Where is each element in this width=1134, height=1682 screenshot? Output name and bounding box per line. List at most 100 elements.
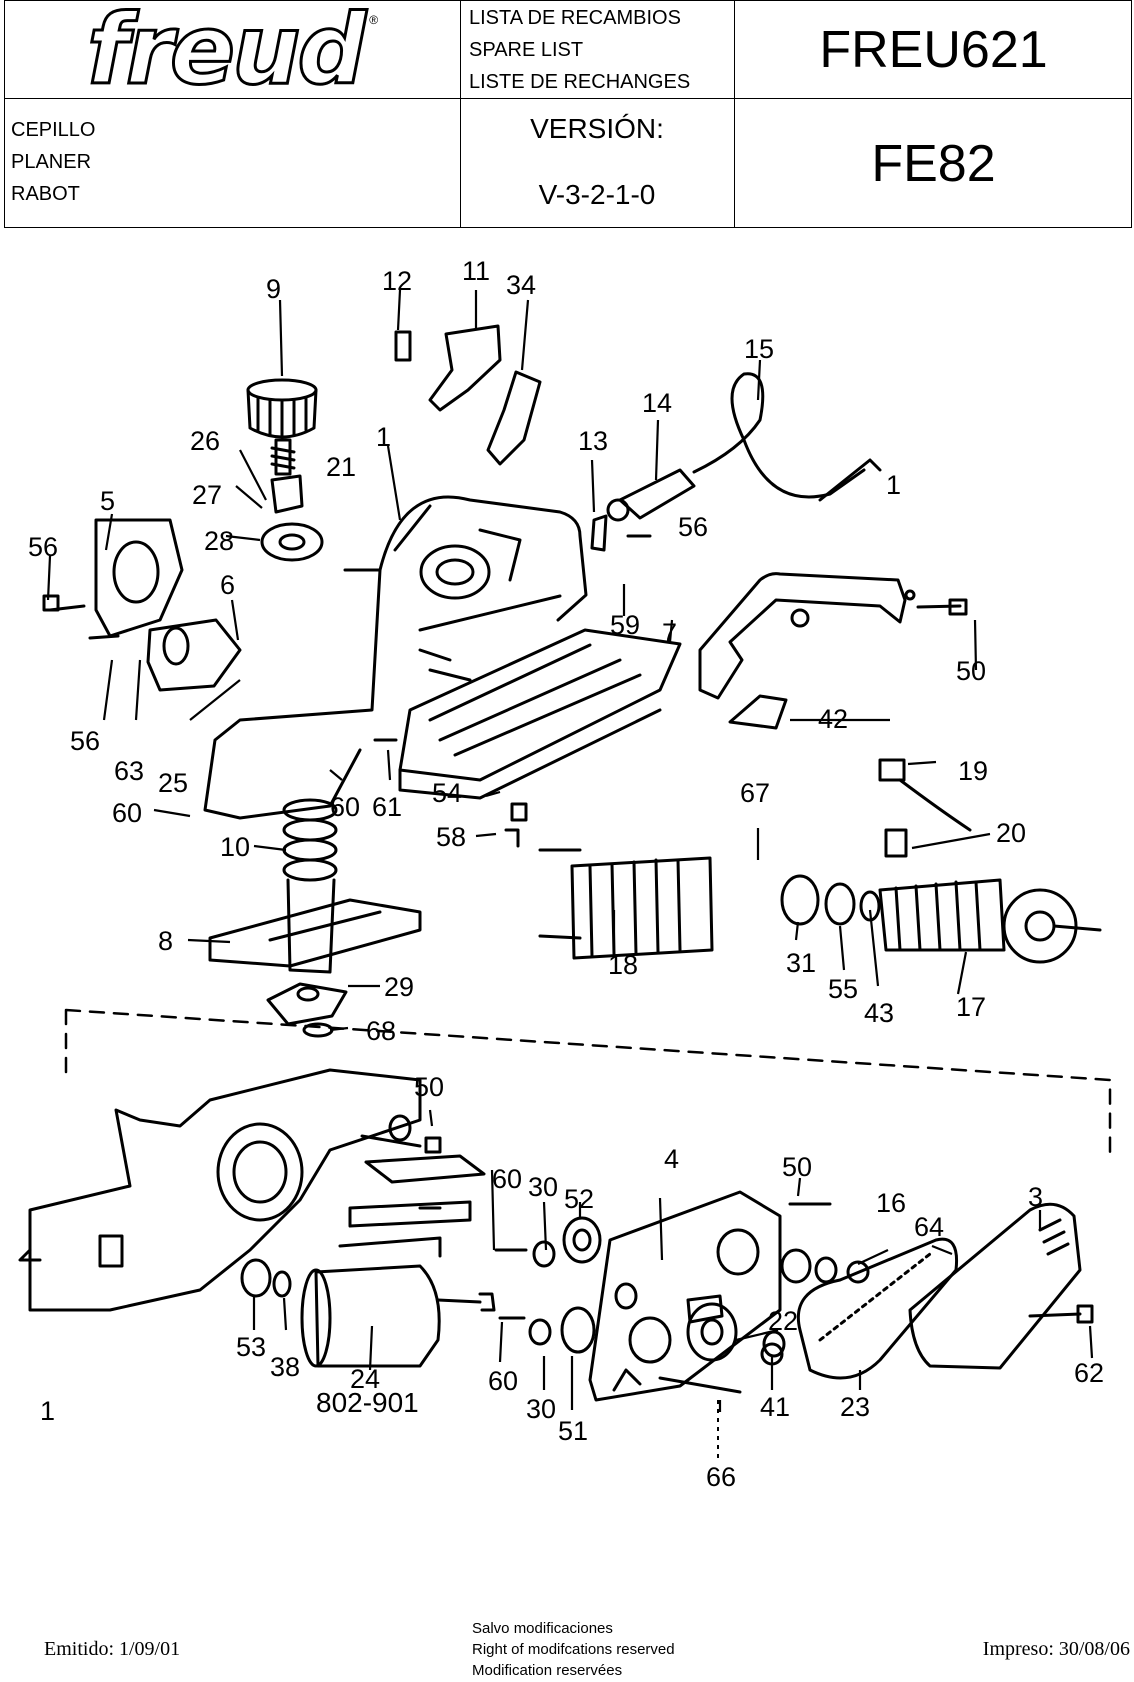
part-label: 22: [768, 1306, 798, 1336]
part-label: 20: [996, 818, 1026, 848]
part-label: 16: [876, 1188, 906, 1218]
part-label: 53: [236, 1332, 266, 1362]
part-drive-belt: [796, 1237, 959, 1380]
part-drum-bearing: [240, 1258, 292, 1298]
part-label: 58: [436, 822, 466, 852]
part-switch: [394, 324, 608, 552]
part-end-cap: [94, 518, 184, 638]
assembly-divider: [64, 1008, 1112, 1162]
part-label: 26: [190, 426, 220, 456]
part-label: 18: [608, 950, 638, 980]
part-knob: [246, 378, 318, 476]
part-label: 9: [266, 274, 281, 304]
product-name-en: PLANER: [11, 151, 92, 173]
part-label: 56: [28, 532, 58, 562]
part-front-shoe: [208, 898, 422, 968]
part-gear-cover: [588, 1190, 782, 1402]
part-label: 1: [40, 1396, 55, 1426]
part-label: 56: [70, 726, 100, 756]
part-label: 64: [914, 1212, 944, 1242]
part-label: 6: [220, 570, 235, 600]
printed-date: Impreso: 30/08/06: [982, 1638, 1130, 1660]
part-screws: [42, 534, 968, 1210]
part-label: 51: [558, 1416, 588, 1446]
part-label: 34: [506, 270, 536, 300]
part-label: 25: [158, 768, 188, 798]
part-label: 62: [1074, 1358, 1104, 1388]
model-number: FE82: [871, 134, 996, 193]
part-label: 59: [610, 610, 640, 640]
part-label: 42: [818, 704, 848, 734]
part-label: 3: [1028, 1182, 1043, 1212]
part-main-housing: [203, 495, 588, 820]
part-clip: [728, 694, 788, 730]
part-label: 38: [270, 1352, 300, 1382]
part-label: 21: [326, 452, 356, 482]
logo-wordmark: freud: [85, 0, 367, 107]
part-label: 11: [462, 256, 490, 286]
part-guard: [146, 618, 242, 692]
product-name-fr: RABOT: [11, 183, 80, 205]
drawing-number: 802-901: [316, 1387, 419, 1418]
part-label: 67: [740, 778, 770, 808]
part-number-labels: 9 12 11 34 15 14 13 26 21 27 28 1 5 56 6…: [28, 256, 1104, 1492]
part-bearing: [780, 874, 881, 926]
part-label: 17: [956, 992, 986, 1022]
part-label: 13: [578, 426, 608, 456]
part-label: 24: [350, 1364, 380, 1394]
modification-notice: Salvo modificaciones Right of modifcatio…: [472, 1618, 675, 1681]
part-label: 63: [114, 756, 144, 786]
header-divider: [460, 1, 461, 227]
part-label: 30: [526, 1394, 556, 1424]
part-label: 12: [382, 266, 412, 296]
part-armature: [878, 878, 1102, 964]
part-cutter-drum: [300, 1264, 496, 1368]
part-label: 5: [100, 486, 115, 516]
part-spring: [282, 798, 338, 974]
header-divider: [5, 98, 1131, 99]
part-lower-screws: [360, 1134, 1094, 1394]
part-label: 50: [782, 1152, 812, 1182]
part-label: 31: [786, 948, 816, 978]
part-label: 68: [366, 1016, 396, 1046]
part-power-cable: [606, 372, 882, 522]
registered-mark: ®: [369, 13, 379, 27]
part-label: 14: [642, 388, 672, 418]
part-lower-housing: [18, 1068, 422, 1312]
list-title-en: SPARE LIST: [469, 39, 584, 61]
part-label: 1: [376, 422, 391, 452]
part-label: 52: [564, 1184, 594, 1214]
part-adjust-nut: [260, 474, 324, 562]
part-label: 4: [664, 1144, 679, 1174]
part-label: 60: [492, 1164, 522, 1194]
list-titles: LISTA DE RECAMBIOS SPARE LIST LISTE DE R…: [469, 1, 729, 98]
notice-en: Right of modifcations reserved: [472, 1641, 675, 1658]
part-label: 28: [204, 526, 234, 556]
version-label: VERSIÓN:: [530, 113, 664, 144]
list-title-es: LISTA DE RECAMBIOS: [469, 7, 681, 29]
part-base-plate: [398, 628, 682, 800]
header-table: freud ® LISTA DE RECAMBIOS SPARE LIST LI…: [4, 0, 1132, 228]
header-divider: [734, 1, 735, 227]
notice-es: Salvo modificaciones: [472, 1620, 613, 1637]
part-label: 10: [220, 832, 250, 862]
leader-lines: [46, 289, 1094, 1412]
part-label: 27: [192, 480, 222, 510]
part-label: 56: [678, 512, 708, 542]
part-label: 55: [828, 974, 858, 1004]
part-label: 50: [956, 656, 986, 686]
product-names: CEPILLO PLANER RABOT: [11, 114, 451, 210]
part-label: 30: [528, 1172, 558, 1202]
doc-code: FREU621: [819, 20, 1048, 79]
part-label: 15: [744, 334, 774, 364]
part-label: 60: [488, 1366, 518, 1396]
part-bushing: [266, 982, 348, 1038]
part-label: 60: [112, 798, 142, 828]
part-label: 23: [840, 1392, 870, 1422]
part-handle-cover: [698, 572, 916, 700]
part-label: 41: [760, 1392, 790, 1422]
list-title-fr: LISTE DE RECHANGES: [469, 71, 691, 93]
part-belt-cover: [908, 1202, 1082, 1370]
part-stator: [538, 848, 714, 960]
version-value: V-3-2-1-0: [538, 179, 656, 210]
